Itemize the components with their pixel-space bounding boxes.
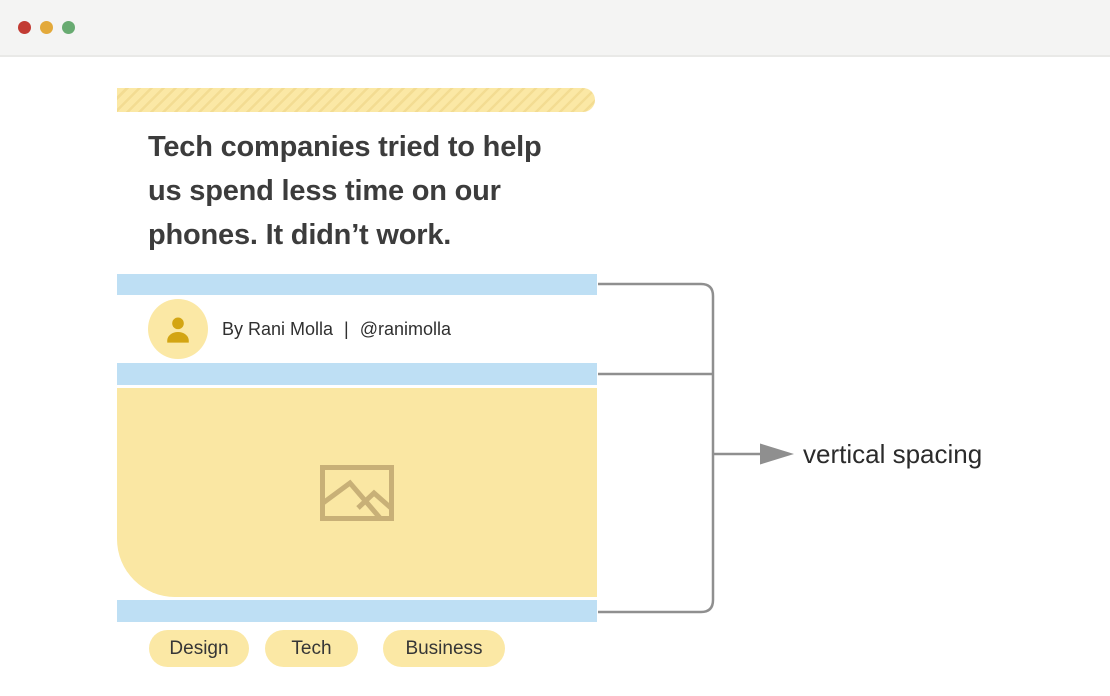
image-icon <box>320 464 394 521</box>
hatched-placeholder-bar <box>117 88 595 112</box>
tag-design[interactable]: Design <box>149 630 249 667</box>
image-placeholder <box>117 388 597 597</box>
byline-handle: @ranimolla <box>359 318 452 339</box>
vertical-spacing-bar-bottom <box>117 600 597 622</box>
bracket-outline <box>598 282 715 614</box>
maximize-button[interactable] <box>62 21 75 34</box>
annotation-label: vertical spacing <box>803 439 983 469</box>
tag-tech[interactable]: Tech <box>265 630 358 667</box>
byline: By Rani Molla | @ranimolla <box>222 319 451 340</box>
tag-business[interactable]: Business <box>383 630 505 667</box>
window-controls <box>0 21 75 34</box>
arrow-right-icon <box>760 443 794 465</box>
article-headline: Tech companies tried to help us spend le… <box>148 131 542 251</box>
person-icon <box>167 317 189 343</box>
author-row: By Rani Molla | @ranimolla <box>148 299 451 359</box>
byline-author: By Rani Molla <box>222 318 334 339</box>
vertical-spacing-bar-middle <box>117 363 597 385</box>
window-titlebar <box>0 0 1110 57</box>
minimize-button[interactable] <box>40 21 53 34</box>
byline-separator: | <box>344 318 349 339</box>
avatar <box>148 299 208 359</box>
vertical-spacing-bar-top <box>117 274 597 295</box>
close-button[interactable] <box>18 21 31 34</box>
